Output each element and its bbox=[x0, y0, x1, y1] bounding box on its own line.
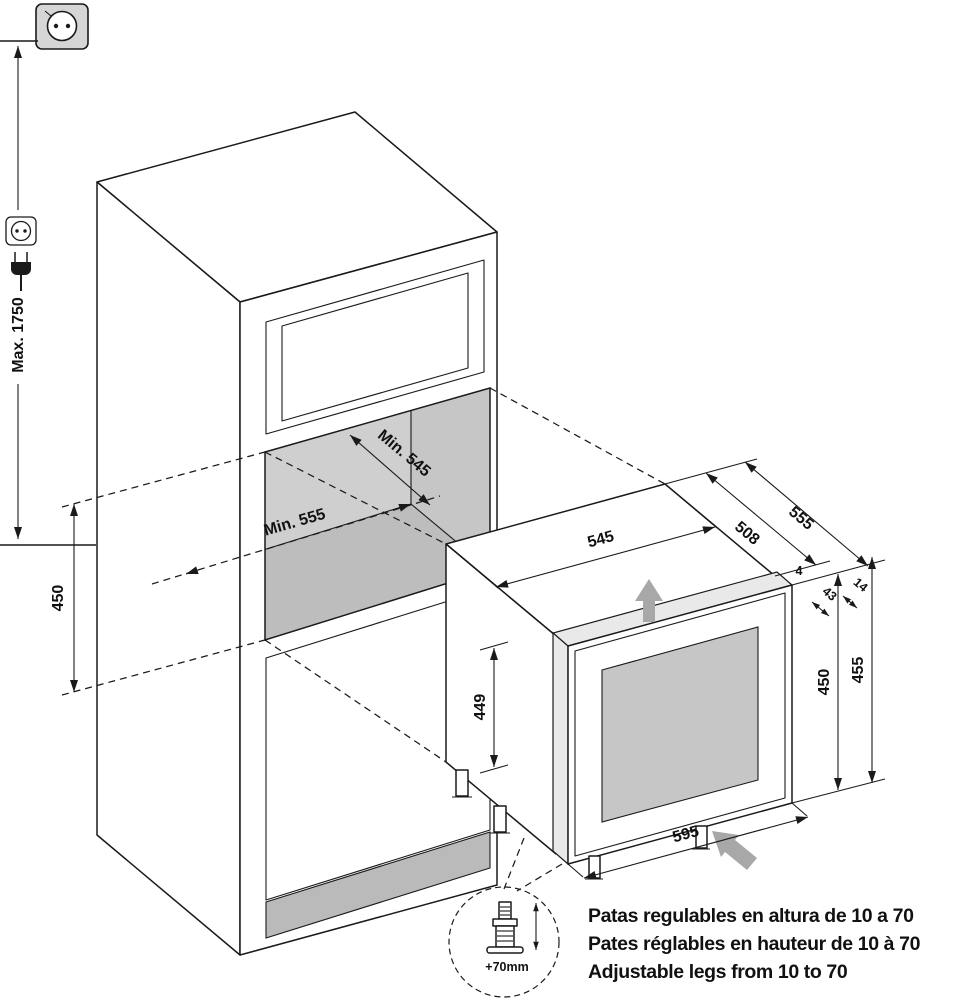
niche-height-dimension: 450 bbox=[50, 504, 78, 692]
notes: Patas regulables en altura de 10 a 70 Pa… bbox=[588, 905, 921, 983]
note-en: Adjustable legs from 10 to 70 bbox=[588, 961, 848, 983]
note-fr: Pates réglables en hauteur de 10 à 70 bbox=[588, 933, 921, 955]
leg-icon bbox=[486, 901, 524, 954]
door-inner-frame bbox=[574, 592, 786, 857]
socket-icon bbox=[5, 216, 37, 246]
detail-circle bbox=[448, 886, 560, 998]
cabinet bbox=[96, 111, 498, 956]
door-offset-label: 43 bbox=[820, 584, 840, 604]
max-height-label: Max. 1750 bbox=[10, 297, 27, 373]
door-glass bbox=[601, 626, 759, 823]
gap-label: 4 bbox=[796, 564, 803, 578]
appliance bbox=[445, 483, 794, 880]
top-width-label: 545 bbox=[586, 528, 616, 551]
niche-floor bbox=[265, 504, 490, 640]
front-width-label: 595 bbox=[671, 823, 701, 846]
socket-round bbox=[46, 10, 78, 42]
leg-detail: +70mm bbox=[448, 837, 563, 998]
edge-offset-label: 14 bbox=[851, 575, 871, 595]
insert-arrow-up bbox=[635, 579, 663, 622]
body-height-dimension: 449 bbox=[472, 641, 509, 774]
front-height-label: 450 bbox=[816, 669, 833, 696]
lower-door bbox=[265, 587, 491, 901]
appliance-foot bbox=[452, 769, 472, 798]
door-left-edge bbox=[552, 631, 569, 866]
overall-height-label: 455 bbox=[850, 657, 867, 684]
appliance-foot bbox=[490, 805, 510, 834]
max-height-dimension: Max. 1750 bbox=[0, 40, 96, 546]
niche-side-wall bbox=[411, 388, 490, 570]
wall-socket-icon bbox=[35, 3, 89, 50]
front-width-dimension: 595 bbox=[567, 802, 809, 879]
upper-door bbox=[265, 259, 485, 435]
appliance-door bbox=[551, 571, 794, 866]
body-height-label: 449 bbox=[472, 694, 489, 721]
projection-line bbox=[489, 387, 666, 485]
leg-adjust-label: +70mm bbox=[485, 960, 528, 974]
note-es: Patas regulables en altura de 10 a 70 bbox=[588, 905, 914, 927]
kick-plate bbox=[265, 831, 491, 939]
niche bbox=[264, 387, 491, 642]
plug-icon bbox=[11, 252, 31, 291]
projection-line bbox=[264, 639, 447, 763]
cabinet-side-face bbox=[96, 181, 241, 956]
niche-height-label: 450 bbox=[50, 585, 67, 612]
right-height-dimensions: 450 455 bbox=[791, 557, 886, 804]
depth-outer-label: 555 bbox=[785, 503, 816, 533]
